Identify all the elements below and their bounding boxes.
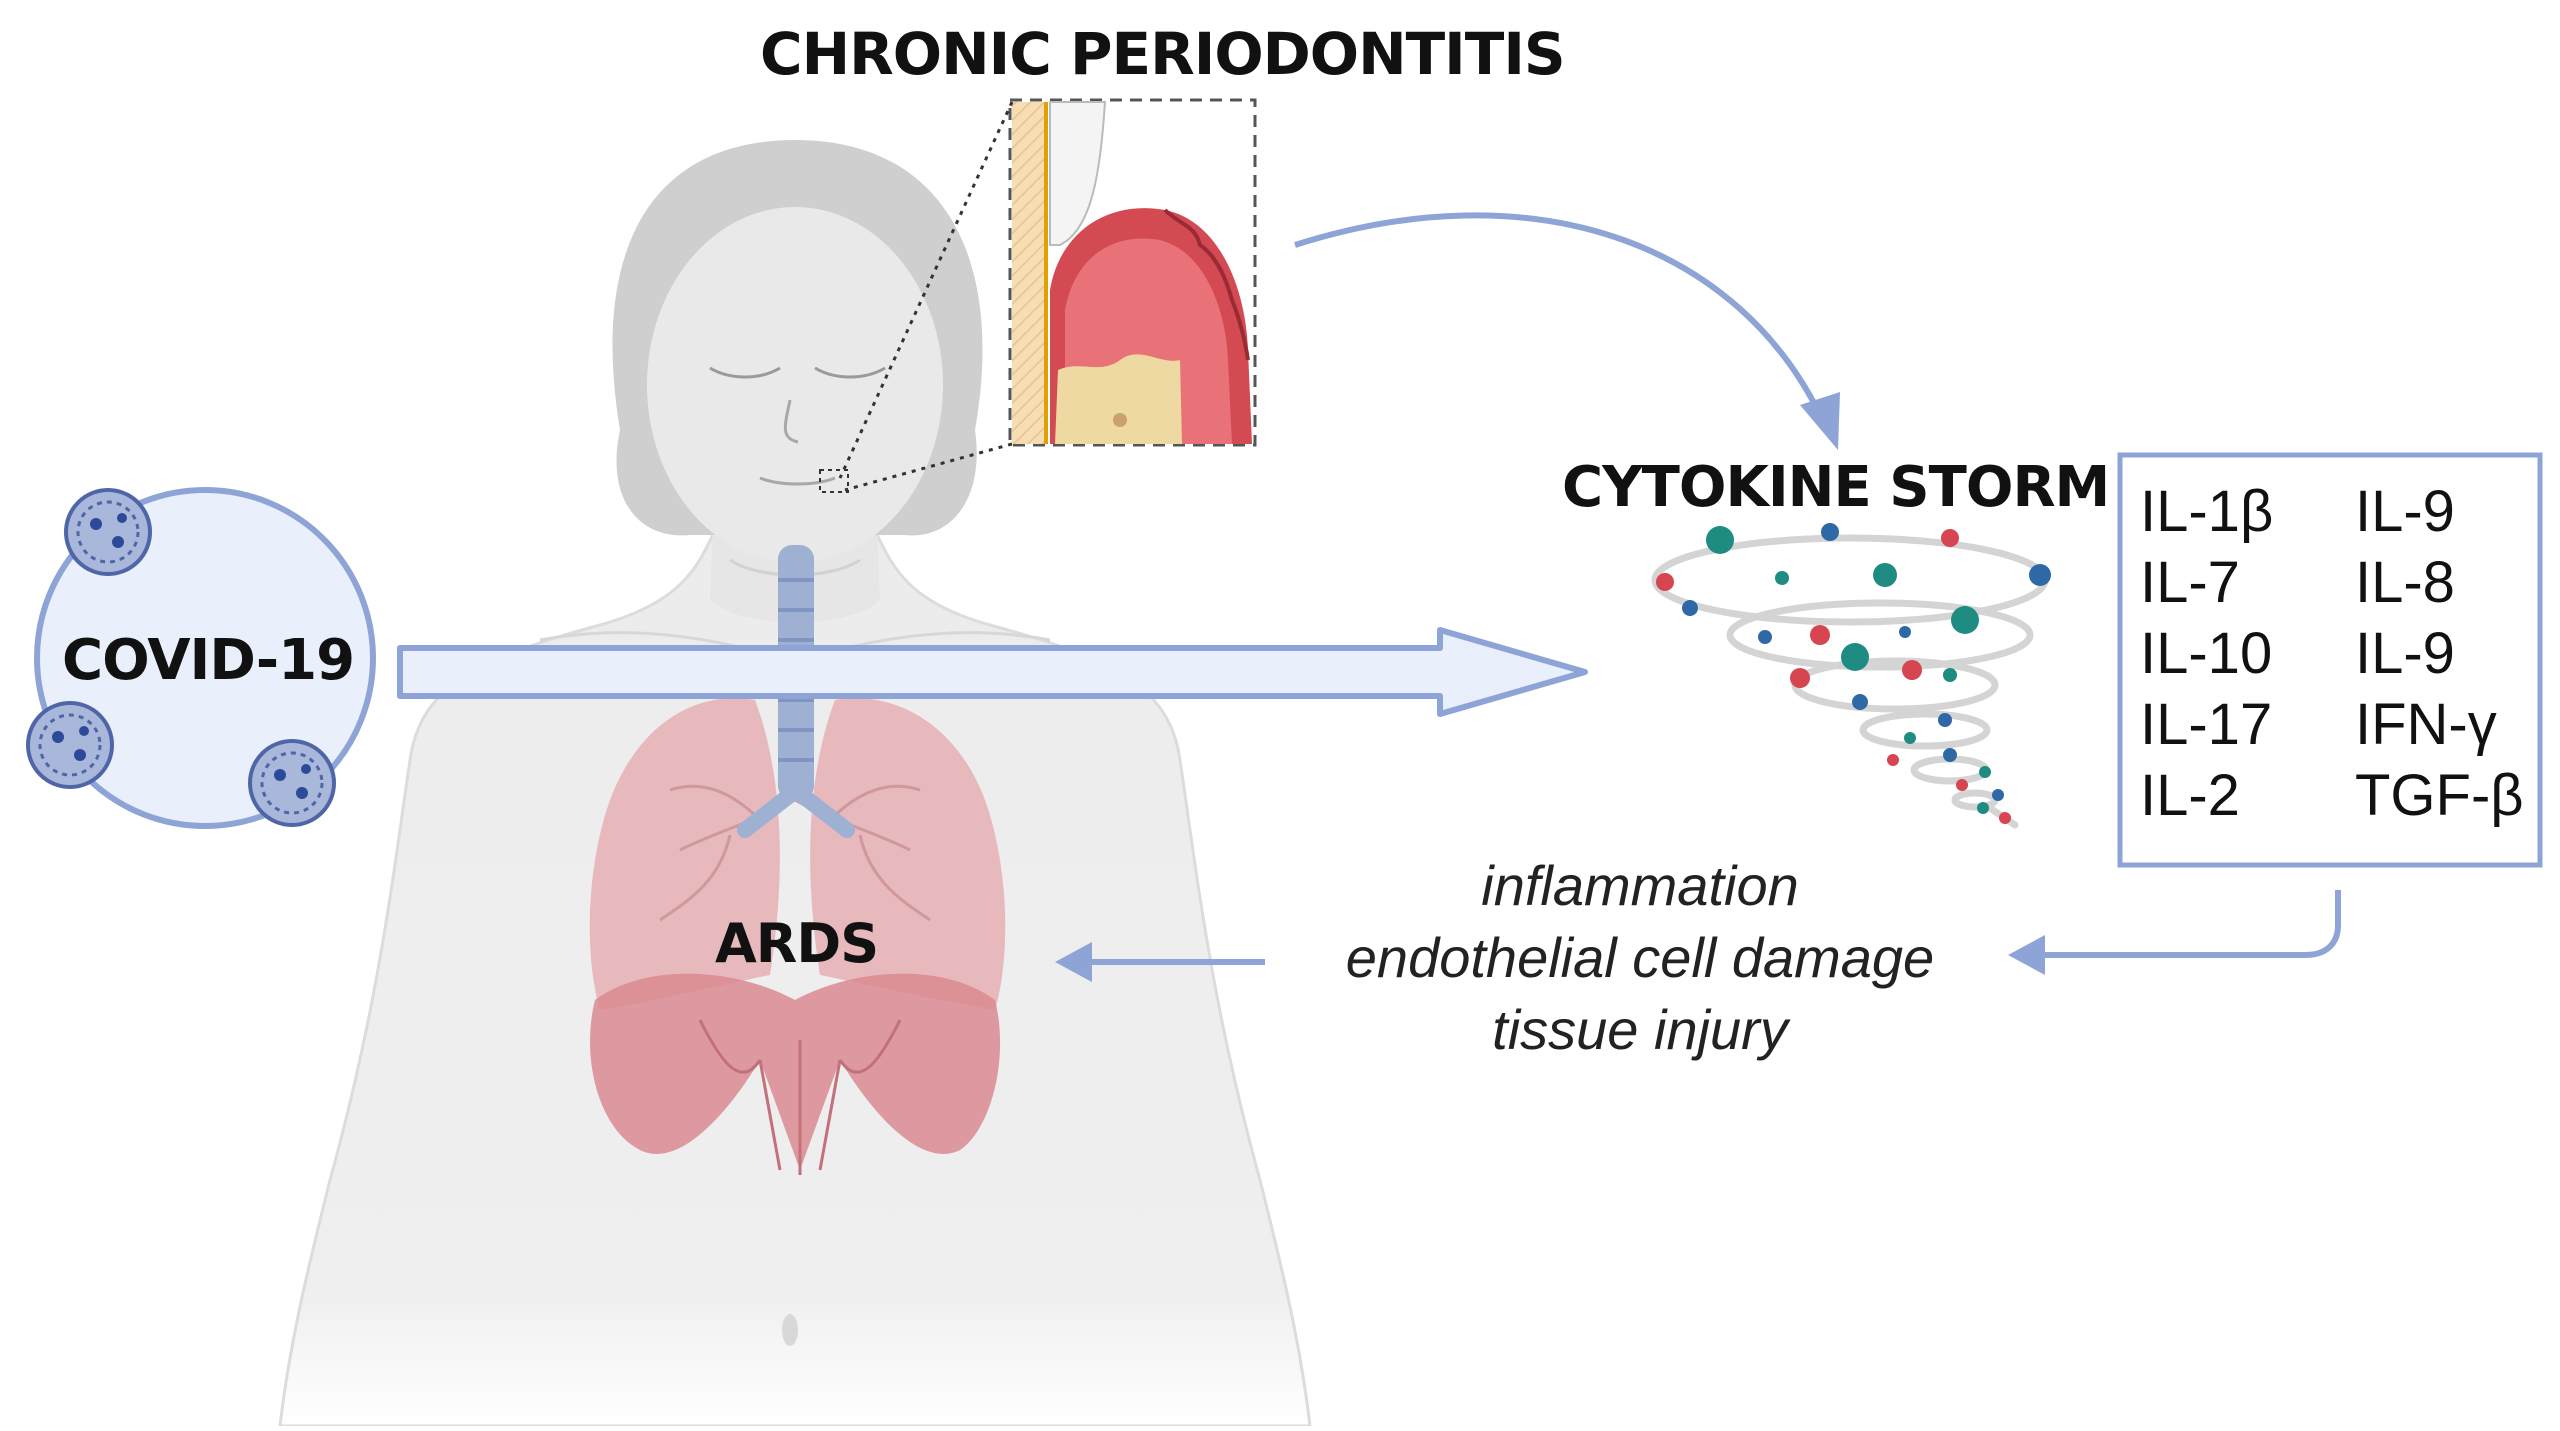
particle: [2029, 564, 2051, 586]
particle: [1706, 526, 1734, 554]
particle: [1956, 779, 1968, 791]
cytokine-item: IL-7: [2140, 550, 2240, 615]
effects-list: inflammation endothelial cell damage tis…: [1240, 850, 2040, 1066]
particle: [1758, 630, 1772, 644]
covid-to-storm-arrow: [397, 627, 1588, 717]
cytokine-item: IFN-γ: [2355, 692, 2497, 757]
chronic-periodontitis-title: CHRONIC PERIODONTITIS: [760, 20, 1566, 88]
particle: [1821, 523, 1839, 541]
mouth-zoom-box: [819, 469, 849, 493]
bone-spot: [1113, 413, 1127, 427]
particle: [1902, 660, 1922, 680]
diaphragm: [590, 973, 1001, 1170]
cytokine-item: IL-8: [2355, 550, 2455, 615]
face: [647, 207, 943, 563]
particle: [1992, 789, 2004, 801]
periodontitis-inset: [1008, 98, 1257, 447]
navel: [782, 1314, 798, 1346]
particle: [1841, 643, 1869, 671]
gum-edge: [1163, 208, 1250, 361]
cytokine-item: IL-9: [2355, 621, 2455, 686]
particle: [1941, 529, 1959, 547]
particle: [1887, 754, 1899, 766]
covid-label: COVID-19: [62, 628, 355, 693]
effect-item: endothelial cell damage: [1345, 926, 1935, 989]
right-lung: [810, 698, 1006, 1010]
particle: [1938, 713, 1952, 727]
particle: [1943, 748, 1957, 762]
particle: [1977, 802, 1989, 814]
cytokine-storm-title: CYTOKINE STORM: [1562, 455, 2110, 520]
mouth: [759, 476, 836, 486]
particle: [1899, 626, 1911, 638]
particle: [1951, 606, 1979, 634]
cytokine-item: IL-9: [2355, 479, 2455, 544]
cytokine-storm-tornado: [1651, 534, 2049, 829]
particle: [1852, 694, 1868, 710]
cytokine-box: [2117, 452, 2543, 868]
particle: [1873, 563, 1897, 587]
diaphragm-fibers: [698, 1019, 902, 1175]
nose: [783, 399, 799, 444]
particle: [1790, 668, 1810, 688]
cytokine-item: IL-1β: [2140, 479, 2274, 544]
alveolar-bone: [1055, 354, 1182, 444]
human-body-illustration: [278, 140, 1312, 1428]
tooth-root: [1012, 102, 1046, 444]
particle: [1775, 571, 1789, 585]
ards-label: ARDS: [715, 912, 879, 975]
left-lung: [589, 698, 780, 1010]
particle: [1682, 600, 1698, 616]
virus-particle: [64, 488, 152, 576]
virus-particle: [248, 739, 336, 827]
cytokine-item: IL-10: [2140, 621, 2273, 686]
particle: [1810, 625, 1830, 645]
effect-item: tissue injury: [1492, 998, 1788, 1061]
effect-item: inflammation: [1481, 854, 1799, 917]
particle: [1999, 812, 2011, 824]
box-to-effects-connector: [2040, 890, 2341, 958]
covid-illustration: [26, 487, 376, 829]
eyelid-right: [814, 366, 886, 379]
cytokine-particles: [1656, 523, 2051, 824]
particle: [1979, 766, 1991, 778]
eyelid-left: [709, 366, 781, 379]
perio-to-storm-arrowhead: [1800, 392, 1840, 450]
cytokine-item: IL-17: [2140, 692, 2273, 757]
bronchi: [737, 787, 855, 838]
particle: [1943, 668, 1957, 682]
effects-to-ards-arrowhead: [1055, 942, 1092, 982]
tooth-crown: [1049, 101, 1107, 246]
particle: [1656, 573, 1674, 591]
particle: [1904, 732, 1916, 744]
box-to-effects-arrowhead: [2008, 935, 2045, 975]
perio-to-storm-arrow: [1294, 212, 1828, 427]
virus-particle: [26, 701, 114, 789]
cytokine-item: IL-2: [2140, 763, 2240, 828]
cytokine-item: TGF-β: [2355, 763, 2524, 828]
